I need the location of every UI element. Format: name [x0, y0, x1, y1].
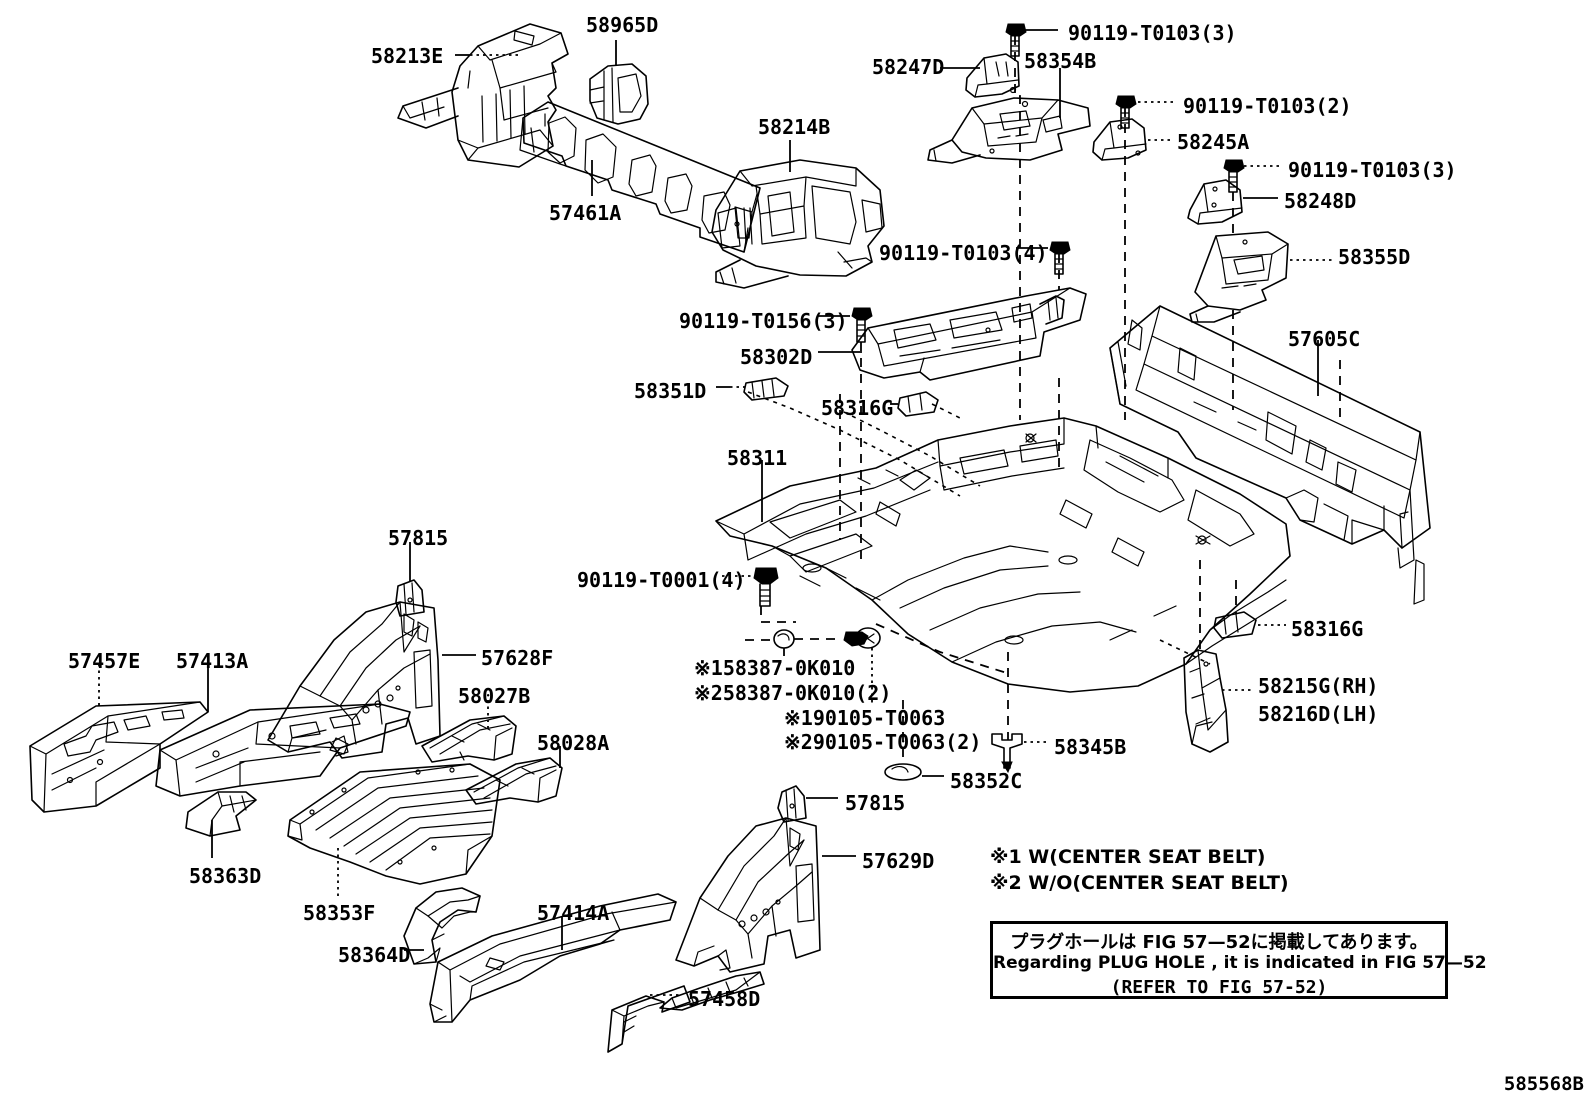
part-label-58363D: 58363D — [189, 864, 262, 888]
part-art-58351D — [744, 378, 788, 400]
part-art-57458D — [608, 972, 764, 1052]
part-label-90119-T0103-2: 90119-T0103(2) — [1183, 94, 1352, 118]
part-label-58027B: 58027B — [458, 684, 531, 708]
legend-japanese-text: プラグホールは FIG 57—52に掲載してあります。 — [1010, 932, 1428, 953]
fastener-bolt-6 — [754, 568, 778, 606]
asterisk-mark-1: ※1 — [694, 656, 723, 680]
part-label-58345B: 58345B — [1054, 735, 1127, 759]
fastener-bolt-2 — [1116, 96, 1136, 128]
part-art-58302D — [852, 288, 1086, 380]
fastener-plug-90105 — [844, 628, 880, 648]
part-art-57605C — [1110, 306, 1430, 604]
part-art-57629D — [676, 818, 820, 972]
part-art-58248D — [1188, 180, 1242, 224]
asterisk-mark-4: ※2 — [784, 730, 813, 754]
fastener-bolt-3 — [1224, 160, 1244, 192]
part-label-58316G-lower: 58316G — [1291, 617, 1364, 641]
part-art-58965D — [590, 64, 648, 124]
diagram-id: 585568B — [1503, 1073, 1584, 1095]
fastener-bolt-1 — [1006, 24, 1026, 56]
fastener-clip-58352C — [885, 764, 921, 780]
part-label-58028A: 58028A — [537, 731, 610, 755]
part-label-90119-T0103-3b: 90119-T0103(3) — [1288, 158, 1457, 182]
part-art-58213E — [398, 24, 568, 167]
part-label-57605C: 57605C — [1288, 327, 1361, 351]
part-art-58245A — [1093, 119, 1146, 160]
part-art-58316G-lower — [1214, 612, 1256, 638]
part-label-58302D: 58302D — [740, 345, 813, 369]
part-art-58363D — [186, 792, 256, 836]
legend-english-text: Regarding PLUG HOLE , it is indicated in… — [993, 953, 1487, 973]
part-label-58353F: 58353F — [303, 901, 376, 925]
part-label-58351D: 58351D — [634, 379, 707, 403]
part-label-57413A: 57413A — [176, 649, 249, 673]
part-art-57461A — [520, 102, 760, 252]
part-art-58355D — [1190, 232, 1288, 322]
part-art-58247D — [966, 54, 1019, 97]
asterisk-code-1: 58387-0K010 — [722, 656, 856, 680]
part-art-57413A — [156, 704, 410, 796]
part-art-58215G — [1184, 650, 1228, 752]
part-art-57815-mid — [778, 786, 806, 822]
leader-lines — [99, 30, 1332, 995]
part-label-58965D: 58965D — [586, 13, 659, 37]
part-label-58247D: 58247D — [872, 55, 945, 79]
asterisk-ref-1: ※158387-0K010 — [694, 658, 855, 679]
part-label-58352C: 58352C — [950, 769, 1023, 793]
fastener-bolt-5 — [852, 308, 872, 342]
part-label-90119-T0103-3a: 90119-T0103(3) — [1068, 21, 1237, 45]
part-art-58214B — [712, 160, 884, 288]
part-label-58316G-upper: 58316G — [821, 396, 894, 420]
part-label-58355D: 58355D — [1338, 245, 1411, 269]
part-art-57414A — [430, 894, 676, 1022]
asterisk-mark-2: ※2 — [694, 681, 723, 705]
part-label-58354B: 58354B — [1024, 49, 1097, 73]
part-label-58248D: 58248D — [1284, 189, 1357, 213]
asterisk-ref-2: ※258387-0K010(2) — [694, 683, 891, 704]
part-label-58216D-lh: 58216D(LH) — [1258, 702, 1379, 726]
part-art-58316G-upper — [898, 392, 938, 416]
part-label-90119-T0156-3: 90119-T0156(3) — [679, 309, 848, 333]
asterisk-mark-3: ※1 — [784, 706, 813, 730]
legend-refer-text: (REFER TO FIG 57-52) — [1110, 977, 1328, 998]
part-art-57815-left — [396, 580, 424, 616]
assembly-dash-lines — [745, 36, 1340, 764]
part-label-58213E: 58213E — [371, 44, 444, 68]
part-label-57815-left: 57815 — [388, 526, 449, 550]
part-label-57815-mid: 57815 — [845, 791, 906, 815]
part-art-57628F — [268, 602, 440, 758]
part-art-58311 — [716, 418, 1290, 692]
part-label-57629D: 57629D — [862, 849, 935, 873]
part-label-58215G-rh: 58215G(RH) — [1258, 674, 1379, 698]
part-label-57414A: 57414A — [537, 901, 610, 925]
part-label-58364D: 58364D — [338, 943, 411, 967]
part-label-58311: 58311 — [727, 446, 788, 470]
note-center-seat-belt-without: ※2 W/O(CENTER SEAT BELT) — [990, 872, 1289, 894]
part-art-58364D — [404, 888, 480, 964]
part-label-57461A: 57461A — [549, 201, 622, 225]
asterisk-code-4: 90105-T0063(2) — [812, 730, 982, 754]
part-label-58214B: 58214B — [758, 115, 831, 139]
asterisk-code-2: 58387-0K010(2) — [722, 681, 892, 705]
note-center-seat-belt-with: ※1 W(CENTER SEAT BELT) — [990, 846, 1266, 868]
plug-hole-legend-box: プラグホールは FIG 57—52に掲載してあります。 Regarding PL… — [990, 921, 1487, 999]
part-art-58027B — [422, 716, 516, 762]
fastener-grommet-58387 — [774, 630, 794, 648]
part-label-57628F: 57628F — [481, 646, 554, 670]
part-art-58354B — [928, 98, 1090, 163]
part-label-57458D: 57458D — [688, 987, 761, 1011]
fastener-bolt-4 — [1050, 242, 1070, 274]
asterisk-code-3: 90105-T0063 — [812, 706, 946, 730]
asterisk-ref-3: ※190105-T0063 — [784, 708, 945, 729]
part-label-90119-T0001-4: 90119-T0001(4) — [577, 568, 746, 592]
fastener-clip-58345B — [992, 734, 1022, 772]
asterisk-ref-4: ※290105-T0063(2) — [784, 732, 981, 753]
part-label-57457E: 57457E — [68, 649, 141, 673]
part-art-58028A — [466, 758, 562, 804]
part-label-90119-T0103-4: 90119-T0103(4) — [879, 241, 1048, 265]
part-label-58245A: 58245A — [1177, 130, 1250, 154]
part-art-58353F — [288, 764, 500, 884]
